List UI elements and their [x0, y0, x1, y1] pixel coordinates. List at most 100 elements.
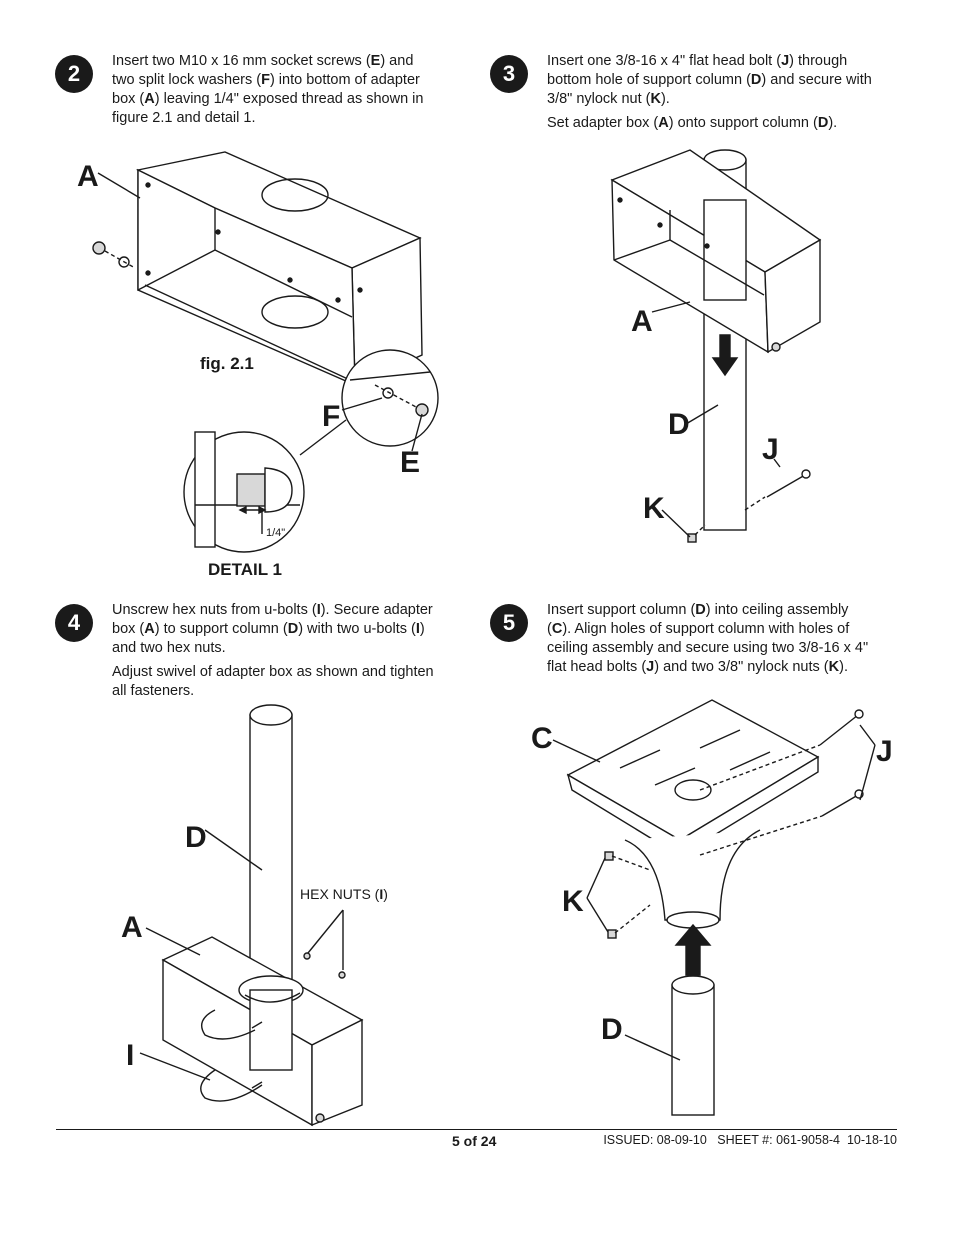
step-3-instructions-line: bottom hole of support column (D) and se… [547, 72, 872, 88]
callout-step5-D: D [601, 1013, 623, 1046]
step-2-instructions-seg: box ( [112, 91, 145, 107]
step-3-instructions-seg: K [650, 91, 661, 107]
callout-step3-D: D [668, 408, 690, 441]
footer-rule [56, 1129, 897, 1130]
step-4-extra-line2: all fasteners. [112, 683, 195, 699]
step-4-number: 4 [55, 604, 93, 642]
detail-1-label: DETAIL 1 [208, 560, 282, 579]
support-column-step5 [671, 984, 715, 1116]
adapter-box-bottom-hole [261, 295, 329, 329]
step-2-instructions-seg: ) into bottom of adapter [269, 72, 420, 88]
step-5-instructions-seg: ). [839, 659, 848, 675]
step-3-instructions-seg: D [750, 72, 762, 88]
step-4-instructions-seg: I [316, 602, 321, 618]
callout-step5-J: J [876, 735, 893, 768]
step-5-instructions-seg: ) and two 3/8" nylock nuts ( [654, 659, 829, 675]
step-2-instructions-line: two split lock washers (F) into bottom o… [112, 72, 420, 88]
step-5-instructions-seg: ceiling assembly and secure using two 3/… [547, 640, 869, 656]
step-5-instructions-seg: ). Align holes of support column with ho… [562, 621, 850, 637]
step-4-extra: Adjust swivel of adapter box as shown an… [112, 663, 482, 701]
ceiling-assembly-plate [566, 699, 820, 841]
step-5-instructions-seg: C [551, 621, 563, 637]
step-4-instructions-seg: ) with two u-bolts ( [298, 621, 416, 637]
step-4-instructions-line: Unscrew hex nuts from u-bolts (I). Secur… [112, 602, 433, 618]
callout-step4-I: I [126, 1039, 135, 1072]
step-2-instructions-seg: ) leaving 1/4" exposed thread as shown i… [154, 91, 424, 107]
step-2-instructions-line: Insert two M10 x 16 mm socket screws (E)… [112, 53, 413, 69]
step-5-instructions-line: Insert support column (D) into ceiling a… [547, 602, 848, 618]
step-4-instructions-line: box (A) to support column (D) with two u… [112, 621, 425, 637]
step-3-instructions-seg: bottom hole of support column ( [547, 72, 751, 88]
step-2-instructions-seg: A [144, 91, 155, 107]
step-4-instructions-seg: D [287, 621, 299, 637]
step-2-instructions-seg: F [261, 72, 270, 88]
step-5-instructions-line: flat head bolts (J) and two 3/8" nylock … [547, 659, 848, 675]
footer-issued-info: ISSUED: 08-09-10 SHEET #: 061-9058-4 10-… [603, 1133, 897, 1147]
step-5-instructions-line: ceiling assembly and secure using two 3/… [547, 640, 868, 656]
step-3-instructions-seg: ) through [789, 53, 848, 69]
adapter-box-top-hole [261, 178, 329, 212]
step-2-instructions-line: figure 2.1 and detail 1. [112, 110, 256, 126]
step-5-instructions: Insert support column (D) into ceiling a… [547, 601, 927, 677]
step-3-extra-seg: D [817, 115, 829, 131]
step-3-extra-seg: ) onto support column ( [668, 115, 818, 131]
hex-nuts-suffix: ) [383, 886, 388, 902]
step-3-instructions-line: 3/8" nylock nut (K). [547, 91, 670, 107]
step-3-instructions-seg: ) and secure with [761, 72, 872, 88]
step-5-instructions-seg: flat head bolts ( [547, 659, 647, 675]
step-3-extra-seg: A [658, 115, 669, 131]
step-4-instructions-seg: ) to support column ( [154, 621, 288, 637]
callout-step2-F: F [322, 400, 341, 433]
step-2-instructions-seg: two split lock washers ( [112, 72, 262, 88]
callout-step3-K: K [643, 492, 665, 525]
hex-nuts-letter: I [379, 886, 384, 902]
step-5-instructions-seg: K [828, 659, 840, 675]
callout-step4-A: A [121, 911, 143, 944]
step-2-number: 2 [55, 55, 93, 93]
step-2-instructions-seg: figure 2.1 and detail 1. [112, 110, 256, 126]
fig-2-1-label: fig. 2.1 [200, 354, 254, 373]
step-4-instructions-seg: Unscrew hex nuts from u-bolts ( [112, 602, 317, 618]
step-4-instructions-seg: ) [419, 621, 425, 637]
callout-step5-C: C [531, 722, 553, 755]
step-3-instructions-seg: ). [660, 91, 670, 107]
step-4-instructions-seg: A [144, 621, 155, 637]
callout-step2-E: E [400, 446, 421, 479]
step-2-instructions-seg: Insert two M10 x 16 mm socket screws ( [112, 53, 371, 69]
step-4-instructions-seg: box ( [112, 621, 145, 637]
step-2-instructions-seg: E [370, 53, 381, 69]
step-5-instructions-seg: ( [547, 621, 552, 637]
quarter-inch-label: 1/4" [266, 527, 286, 539]
step-4-extra-line1: Adjust swivel of adapter box as shown an… [112, 664, 434, 680]
step-5-instructions-seg: D [695, 602, 706, 618]
step-2-instructions-seg: ) and [380, 53, 414, 69]
callout-step4-D: D [185, 821, 207, 854]
up-arrow-step5 [674, 923, 712, 976]
detail-callout-circle [341, 349, 439, 447]
adapter-box-top [135, 151, 422, 269]
hex-nuts-prefix: HEX NUTS ( [300, 886, 380, 902]
callout-step5-K: K [562, 885, 584, 918]
step-3-instructions-line: Insert one 3/8-16 x 4" flat head bolt (J… [547, 53, 847, 69]
step-3-number: 3 [490, 55, 528, 93]
step-2-instructions: Insert two M10 x 16 mm socket screws (E)… [112, 52, 472, 128]
step-5-instructions-seg: ) into ceiling assembly [705, 602, 849, 618]
footer-page-number: 5 of 24 [452, 1133, 497, 1149]
callout-step2-A: A [77, 160, 99, 193]
step-3-instructions-seg: 3/8" nylock nut ( [547, 91, 651, 107]
step-3-extra-seg: Set adapter box ( [547, 115, 659, 131]
step-4-instructions-line: and two hex nuts. [112, 640, 226, 656]
step-3-instructions: Insert one 3/8-16 x 4" flat head bolt (J… [547, 52, 927, 109]
support-column-step4 [249, 714, 293, 1006]
callout-step3-A: A [631, 305, 653, 338]
step-4-instructions-seg: ). Secure adapter [320, 602, 433, 618]
step-2-instructions-line: box (A) leaving 1/4" exposed thread as s… [112, 91, 423, 107]
step-4-instructions-seg: I [415, 621, 420, 637]
socket-screw-left [92, 241, 106, 255]
callout-step3-J: J [762, 433, 779, 466]
step-5-instructions-seg: Insert support column ( [547, 602, 696, 618]
support-column-step3 [703, 159, 747, 531]
step-3-extra-seg: ). [828, 115, 838, 131]
hex-nuts-label: HEX NUTS (I) [300, 886, 388, 902]
step-3-extra: Set adapter box (A) onto support column … [547, 114, 927, 133]
